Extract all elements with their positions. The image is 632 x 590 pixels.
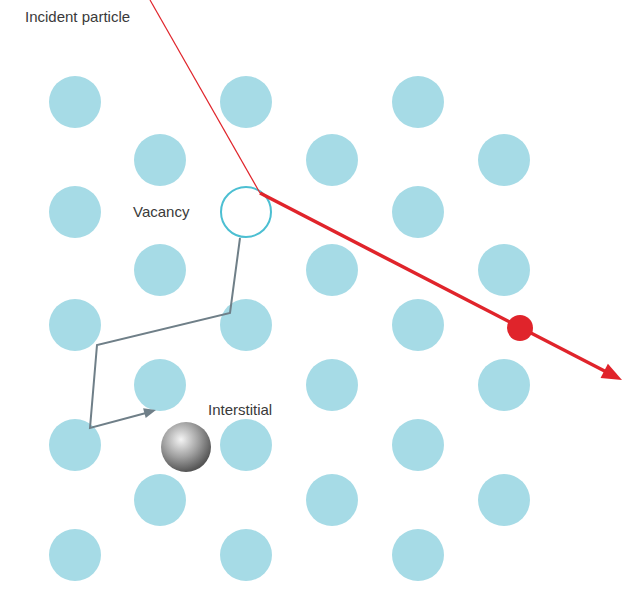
- lattice-atom: [220, 76, 272, 128]
- lattice-atom: [134, 134, 186, 186]
- lattice-atom: [306, 474, 358, 526]
- lattice-atom: [392, 299, 444, 351]
- lattice-atom: [392, 419, 444, 471]
- vacancy-label: Vacancy: [133, 203, 189, 221]
- lattice-atom: [478, 359, 530, 411]
- incident-particle: [507, 315, 533, 341]
- lattice-atom: [220, 529, 272, 581]
- lattice-atom: [49, 76, 101, 128]
- scattered-arrowhead: [601, 364, 622, 380]
- lattice-atom: [306, 244, 358, 296]
- lattice-atom: [49, 529, 101, 581]
- lattice-atom: [478, 134, 530, 186]
- lattice-atom: [220, 299, 272, 351]
- lattice-atom: [392, 529, 444, 581]
- interstitial-label: Interstitial: [208, 401, 272, 419]
- displacement-path: [90, 238, 240, 428]
- lattice-atom: [49, 299, 101, 351]
- incident-track: [150, 0, 260, 193]
- lattice-atom: [220, 419, 272, 471]
- displacement-arrowhead: [143, 408, 156, 418]
- lattice-atom: [306, 359, 358, 411]
- lattice-atom: [134, 244, 186, 296]
- particle-label: Incident particle: [25, 8, 130, 26]
- lattice-atom: [392, 76, 444, 128]
- lattice-atom: [134, 474, 186, 526]
- lattice-atom: [392, 186, 444, 238]
- lattice-atom: [478, 244, 530, 296]
- lattice-atom: [478, 474, 530, 526]
- lattice-atom: [49, 186, 101, 238]
- lattice-atom: [306, 134, 358, 186]
- scattered-track: [260, 193, 606, 372]
- interstitial-atom: [161, 422, 211, 472]
- lattice-atom: [134, 359, 186, 411]
